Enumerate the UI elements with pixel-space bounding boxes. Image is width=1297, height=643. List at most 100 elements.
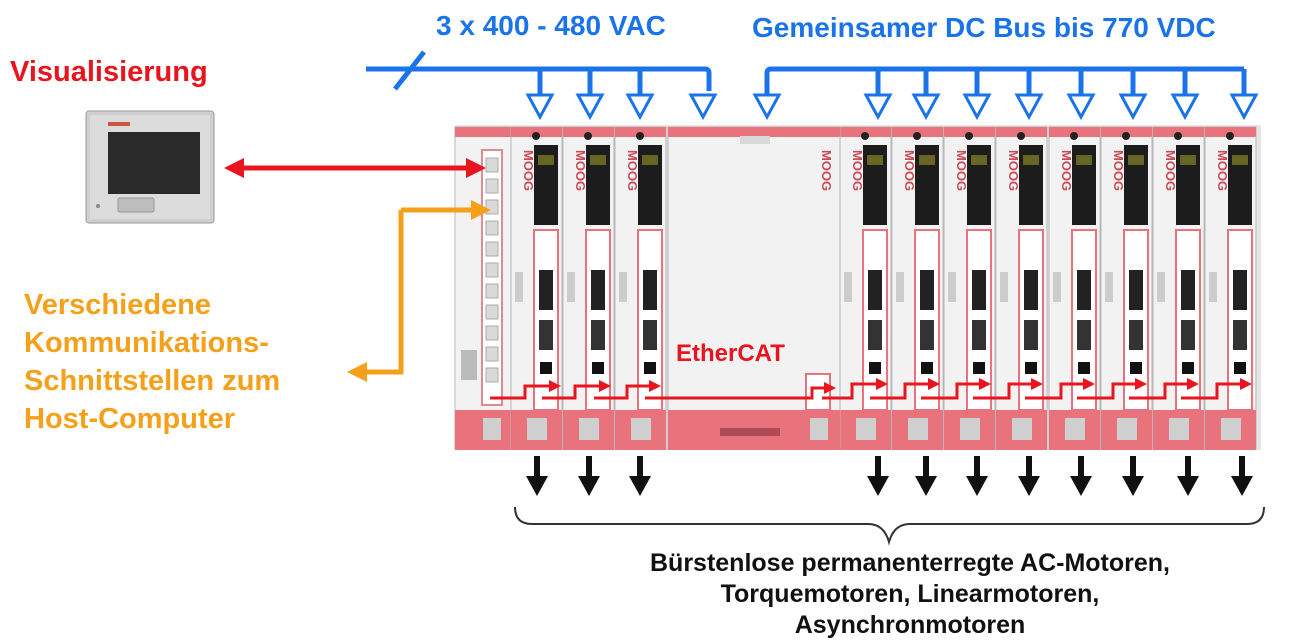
drive-mount-hole xyxy=(913,132,921,140)
hmi-button xyxy=(117,197,155,213)
drive-brand-text: MOOG xyxy=(902,150,917,191)
ethercat-link-arrow xyxy=(1129,378,1199,400)
motor-output-arrow xyxy=(1122,456,1144,496)
controller-top-cap xyxy=(455,127,511,137)
drive-display-segment xyxy=(1180,155,1196,165)
drive-power-connector xyxy=(856,418,876,440)
drive-mount-hole xyxy=(1070,132,1078,140)
drive-connector-small xyxy=(1078,362,1090,374)
drive-brand-text: MOOG xyxy=(1111,150,1126,191)
bus-arrowhead xyxy=(962,93,992,121)
drive-display-segment xyxy=(1076,155,1092,165)
dc-bus-line xyxy=(764,66,1244,94)
host-link-to-interfaces xyxy=(347,210,404,382)
drive-top-cap xyxy=(511,127,562,137)
drive-top-cap xyxy=(944,127,995,137)
drive-mount-hole xyxy=(532,132,540,140)
drive-connector-mid xyxy=(1233,320,1247,350)
drive-connector-top xyxy=(972,270,986,310)
drive-display-segment xyxy=(1023,155,1039,165)
drive-top-cap xyxy=(1205,127,1256,137)
bus-arrowhead xyxy=(575,93,605,121)
controller-port xyxy=(485,157,499,173)
drive-mount-hole xyxy=(861,132,869,140)
controller-port xyxy=(485,178,499,194)
motor-arrow-head xyxy=(1231,476,1253,496)
drive-connector-mid xyxy=(1077,320,1091,350)
motor-output-arrow xyxy=(1018,456,1040,496)
drive-side-vent xyxy=(1209,272,1217,302)
drive-side-vent xyxy=(896,272,904,302)
motor-output-arrow xyxy=(915,456,937,496)
drive-module: MOOG xyxy=(839,126,892,450)
drive-connector-small xyxy=(540,362,552,374)
drive-brand-text: MOOG xyxy=(625,150,640,191)
bus-arrowhead xyxy=(752,93,782,121)
drive-module: MOOG xyxy=(1152,126,1205,450)
drive-mount-hole xyxy=(1122,132,1130,140)
drive-connector-mid xyxy=(972,320,986,350)
drive-connector-small xyxy=(921,362,933,374)
controller-connector xyxy=(483,418,501,440)
drive-mount-hole xyxy=(965,132,973,140)
drive-connector-top xyxy=(591,270,605,310)
controller-port xyxy=(485,220,499,236)
supply-ethercat-port xyxy=(805,373,831,411)
motor-group-brace xyxy=(514,506,1265,546)
ethercat-link-arrow xyxy=(822,378,888,400)
drive-mount-hole xyxy=(636,132,644,140)
drive-side-vent xyxy=(1000,272,1008,302)
controller-port xyxy=(485,346,499,362)
hmi-screen xyxy=(108,132,200,194)
drive-module: MOOG xyxy=(943,126,996,450)
drive-connector-top xyxy=(1129,270,1143,310)
interfaces-line-4: Host-Computer xyxy=(24,403,236,435)
drive-brand-text: MOOG xyxy=(1006,150,1021,191)
drive-connector-top xyxy=(643,270,657,310)
drive-module: MOOG xyxy=(995,126,1048,450)
drive-module: MOOG xyxy=(510,126,563,450)
drive-connector-mid xyxy=(591,320,605,350)
drive-mount-hole xyxy=(584,132,592,140)
drive-brand-text: MOOG xyxy=(1059,150,1074,191)
drive-top-cap xyxy=(563,127,614,137)
motor-output-arrow xyxy=(1177,456,1199,496)
ethercat-label: EtherCAT xyxy=(676,340,785,367)
drive-module: MOOG xyxy=(1048,126,1101,450)
drive-connector-mid xyxy=(643,320,657,350)
bus-arrowhead xyxy=(863,93,893,121)
motors-line-1: Bürstenlose permanenterregte AC-Motoren, xyxy=(650,549,1170,577)
drive-side-vent xyxy=(844,272,852,302)
supply-top-cap xyxy=(668,127,840,137)
hmi-led xyxy=(96,204,100,208)
motor-output-arrow xyxy=(1070,456,1092,496)
ethercat-link-arrow xyxy=(1077,378,1147,400)
drive-top-cap xyxy=(892,127,943,137)
drive-connector-small xyxy=(869,362,881,374)
drive-display-segment xyxy=(590,155,606,165)
drive-mount-hole xyxy=(1017,132,1025,140)
drive-connector-mid xyxy=(1024,320,1038,350)
supply-label-plate xyxy=(740,136,770,144)
motor-arrow-head xyxy=(867,476,889,496)
drive-mount-hole xyxy=(1174,132,1182,140)
ethercat-link-arrow xyxy=(542,380,611,400)
drive-module: MOOG xyxy=(1100,126,1153,450)
motor-output-arrow xyxy=(526,456,548,496)
controller-module xyxy=(454,126,512,450)
drive-power-connector xyxy=(908,418,928,440)
ethercat-link-arrow xyxy=(973,378,1043,400)
drive-connector-small xyxy=(1130,362,1142,374)
drive-side-vent xyxy=(619,272,627,302)
ethercat-link-arrow xyxy=(921,378,991,400)
drive-connector-top xyxy=(1233,270,1247,310)
interfaces-line-2: Kommunikations- xyxy=(24,327,269,359)
controller-port xyxy=(485,325,499,341)
ac-phase-slash xyxy=(393,50,426,91)
drive-connector-top xyxy=(1024,270,1038,310)
drive-brand-text: MOOG xyxy=(954,150,969,191)
ethercat-link-arrow xyxy=(870,378,940,400)
drive-connector-top xyxy=(1077,270,1091,310)
drive-top-cap xyxy=(996,127,1047,137)
supply-brand-text: MOOG xyxy=(819,150,834,191)
